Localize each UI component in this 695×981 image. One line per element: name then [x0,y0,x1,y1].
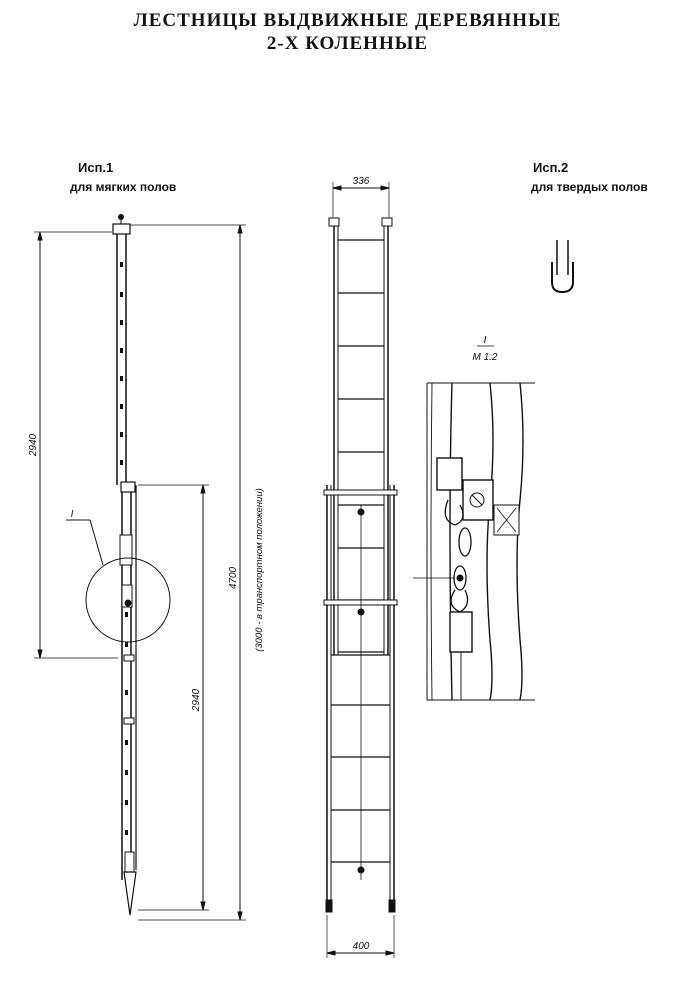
variant1-sublabel: для мягких полов [70,180,177,194]
ladder-front-view [323,182,398,958]
variant2-label: Исп.2 [533,160,569,175]
detail-view-label: I [484,335,487,346]
hard-floor-foot [551,240,574,294]
ladder-side-view [34,214,246,921]
variant1-label: Исп.1 [78,160,114,175]
variant2-sublabel: для твердых полов [531,180,648,194]
detail-marker: I [71,509,74,520]
detail-view [413,345,535,701]
drawing-title-line2: 2-Х КОЛЕННЫЕ [266,33,429,54]
dim-upper-height: 2940 [28,433,39,457]
dim-transport-note: (3000 - в транспортном положении) [254,488,265,652]
dim-total-height: 4700 [228,566,239,589]
dim-top-width: 336 [353,176,370,187]
detail-scale: M 1:2 [472,352,497,363]
dim-lower-height: 2940 [191,688,202,712]
dim-bottom-width: 400 [353,941,370,952]
drawing-title-line1: ЛЕСТНИЦЫ ВЫДВИЖНЫЕ ДЕРЕВЯННЫЕ [133,10,562,31]
